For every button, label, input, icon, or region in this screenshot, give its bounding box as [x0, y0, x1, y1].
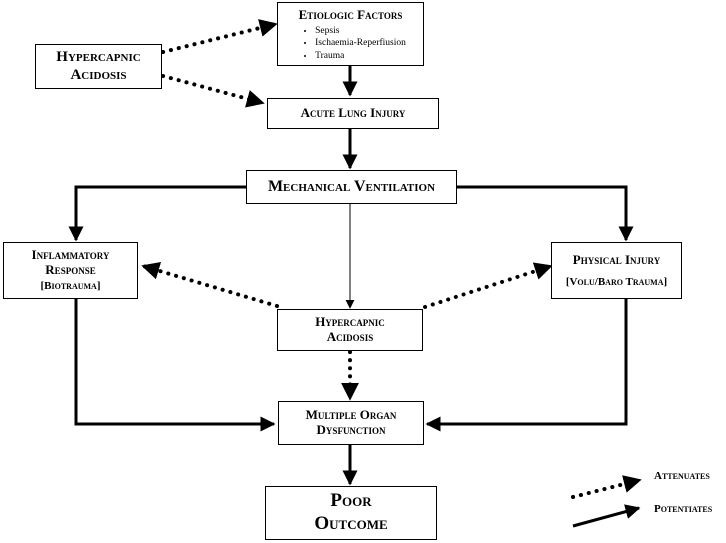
- legend-attenuates-label: Attenuates: [654, 470, 710, 482]
- poor-outcome-line1: Poor: [330, 490, 372, 512]
- edge-hypercapnic-to-acute-lung-injury: [161, 74, 265, 108]
- hypercapnic-top-line1: Hypercapnic: [56, 49, 141, 66]
- hypercapnic-center-line1: Hypercapnic: [315, 314, 385, 330]
- factor-item: Trauma: [315, 50, 406, 62]
- poor-outcome-line2: Outcome: [314, 513, 388, 534]
- inflammatory-line1: Inflammatory: [31, 247, 110, 263]
- etiologic-factors-box: Etiologic Factors Sepsis Ischaemia-Reper…: [277, 2, 424, 66]
- acute-lung-injury-label: Acute Lung Injury: [300, 105, 406, 121]
- poor-outcome-box: Poor Outcome: [265, 486, 437, 540]
- etiologic-factors-list: Sepsis Ischaemia-Reperfiusion Trauma: [295, 25, 406, 62]
- factor-item: Ischaemia-Reperfiusion: [315, 37, 406, 49]
- etiologic-factors-title: Etiologic Factors: [298, 7, 403, 22]
- edge-hypercapnic-to-etiologic: [161, 19, 278, 54]
- edge-hypercapnic-center-to-physical: [423, 262, 553, 309]
- physical-sub: [Volu/Baro Trauma]: [565, 275, 668, 288]
- edge-inflammatory-to-mod: [74, 299, 276, 432]
- hypercapnic-acidosis-top-box: Hypercapnic Acidosis: [35, 44, 162, 89]
- hypercapnic-center-line2: Acidosis: [326, 329, 374, 344]
- edge-physical-to-mod: [425, 299, 628, 432]
- acute-lung-injury-box: Acute Lung Injury: [267, 98, 439, 129]
- physical-line1: Physical Injury: [572, 251, 661, 267]
- inflammatory-sub: [Biotrauma]: [40, 280, 101, 293]
- inflammatory-line2: Response: [45, 262, 96, 278]
- inflammatory-response-box: Inflammatory Response [Biotrauma]: [3, 242, 138, 299]
- legend-potentiates-label: Potentiates: [654, 503, 713, 515]
- edge-mv-to-inflammatory: [68, 185, 246, 242]
- legend-dotted-arrow: [571, 475, 642, 499]
- mod-line2: Dysfunction: [316, 422, 386, 437]
- edge-mv-to-physical: [457, 185, 634, 242]
- mechanical-ventilation-label: Mechanical Ventilation: [267, 177, 436, 195]
- multiple-organ-dysfunction-box: Multiple Organ Dysfunction: [278, 401, 424, 445]
- legend-solid-arrow: [572, 504, 641, 528]
- mod-line1: Multiple Organ: [305, 407, 397, 423]
- physical-injury-box: Physical Injury [Volu/Baro Trauma]: [551, 242, 682, 299]
- mechanical-ventilation-box: Mechanical Ventilation: [246, 170, 457, 204]
- edge-hypercapnic-center-to-inflammatory: [141, 262, 279, 308]
- hypercapnic-top-line2: Acidosis: [70, 66, 127, 83]
- hypercapnic-acidosis-center-box: Hypercapnic Acidosis: [277, 309, 423, 351]
- factor-item: Sepsis: [315, 25, 406, 37]
